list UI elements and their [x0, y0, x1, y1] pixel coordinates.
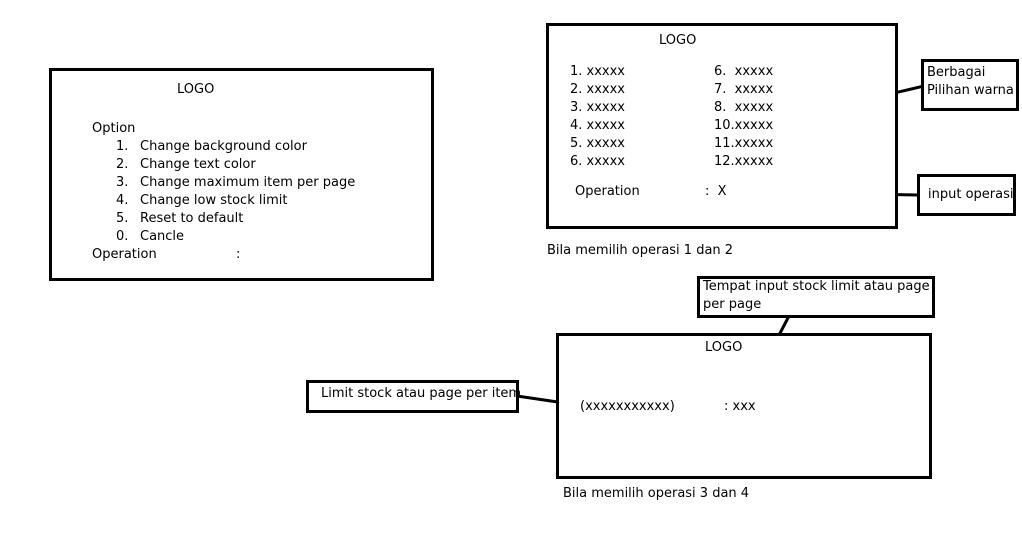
menu-item-label[interactable]: Change background color: [140, 139, 307, 154]
callout-place-box: [697, 276, 935, 318]
callout-colors-line2: Pilihan warna: [927, 83, 1014, 98]
menu-item-number: 1.: [116, 139, 129, 154]
operation-label: Operation: [92, 247, 157, 262]
limit-menu-logo: LOGO: [705, 340, 743, 355]
menu-item-label[interactable]: Cancle: [140, 229, 185, 244]
operation-input[interactable]: :: [236, 247, 241, 262]
menu-item-number: 3.: [116, 175, 129, 190]
callout-place-line1: Tempat input stock limit atau page: [703, 279, 930, 294]
color-option-right[interactable]: 10.xxxxx: [714, 118, 774, 133]
color-option-left[interactable]: 6. xxxxx: [570, 154, 626, 169]
option-label: Option: [92, 121, 136, 136]
color-operation-input[interactable]: : X: [705, 184, 727, 199]
main-menu-logo: LOGO: [177, 82, 215, 97]
menu-item-number: 2.: [116, 157, 129, 172]
color-menu-logo: LOGO: [659, 33, 697, 48]
limit-menu-box: [556, 333, 932, 479]
color-option-right[interactable]: 6. xxxxx: [714, 64, 774, 79]
color-option-right[interactable]: 7. xxxxx: [714, 82, 774, 97]
color-option-left[interactable]: 3. xxxxx: [570, 100, 626, 115]
menu-item-label[interactable]: Change low stock limit: [140, 193, 288, 208]
menu-item-label[interactable]: Reset to default: [140, 211, 244, 226]
caption-operasi-1-2: Bila memilih operasi 1 dan 2: [547, 243, 734, 258]
caption-operasi-3-4: Bila memilih operasi 3 dan 4: [563, 486, 750, 501]
color-option-right[interactable]: 8. xxxxx: [714, 100, 774, 115]
callout-place-line2: per page: [703, 297, 762, 312]
callout-input-box: [917, 174, 1016, 216]
limit-field-input[interactable]: : xxx: [724, 399, 756, 414]
color-option-left[interactable]: 2. xxxxx: [570, 82, 626, 97]
color-option-right[interactable]: 11.xxxxx: [714, 136, 774, 151]
color-operation-label: Operation: [575, 184, 640, 199]
callout-limit-box: [306, 380, 519, 413]
callout-colors-box: [921, 59, 1019, 111]
color-option-left[interactable]: 1. xxxxx: [570, 64, 626, 79]
menu-item-label[interactable]: Change maximum item per page: [140, 175, 356, 190]
menu-item-number: 0.: [116, 229, 129, 244]
callout-input-text: input operasi: [928, 187, 1014, 202]
color-option-left[interactable]: 5. xxxxx: [570, 136, 626, 151]
menu-item-number: 5.: [116, 211, 129, 226]
main-menu-box: [49, 68, 434, 281]
color-option-right[interactable]: 12.xxxxx: [714, 154, 774, 169]
color-menu-box: [546, 23, 898, 229]
callout-limit-text: Limit stock atau page per item: [321, 386, 522, 401]
menu-item-number: 4.: [116, 193, 129, 208]
color-option-left[interactable]: 4. xxxxx: [570, 118, 626, 133]
menu-item-label[interactable]: Change text color: [140, 157, 256, 172]
callout-colors-line1: Berbagai: [927, 65, 986, 80]
limit-field-label: (xxxxxxxxxxx): [580, 399, 675, 414]
